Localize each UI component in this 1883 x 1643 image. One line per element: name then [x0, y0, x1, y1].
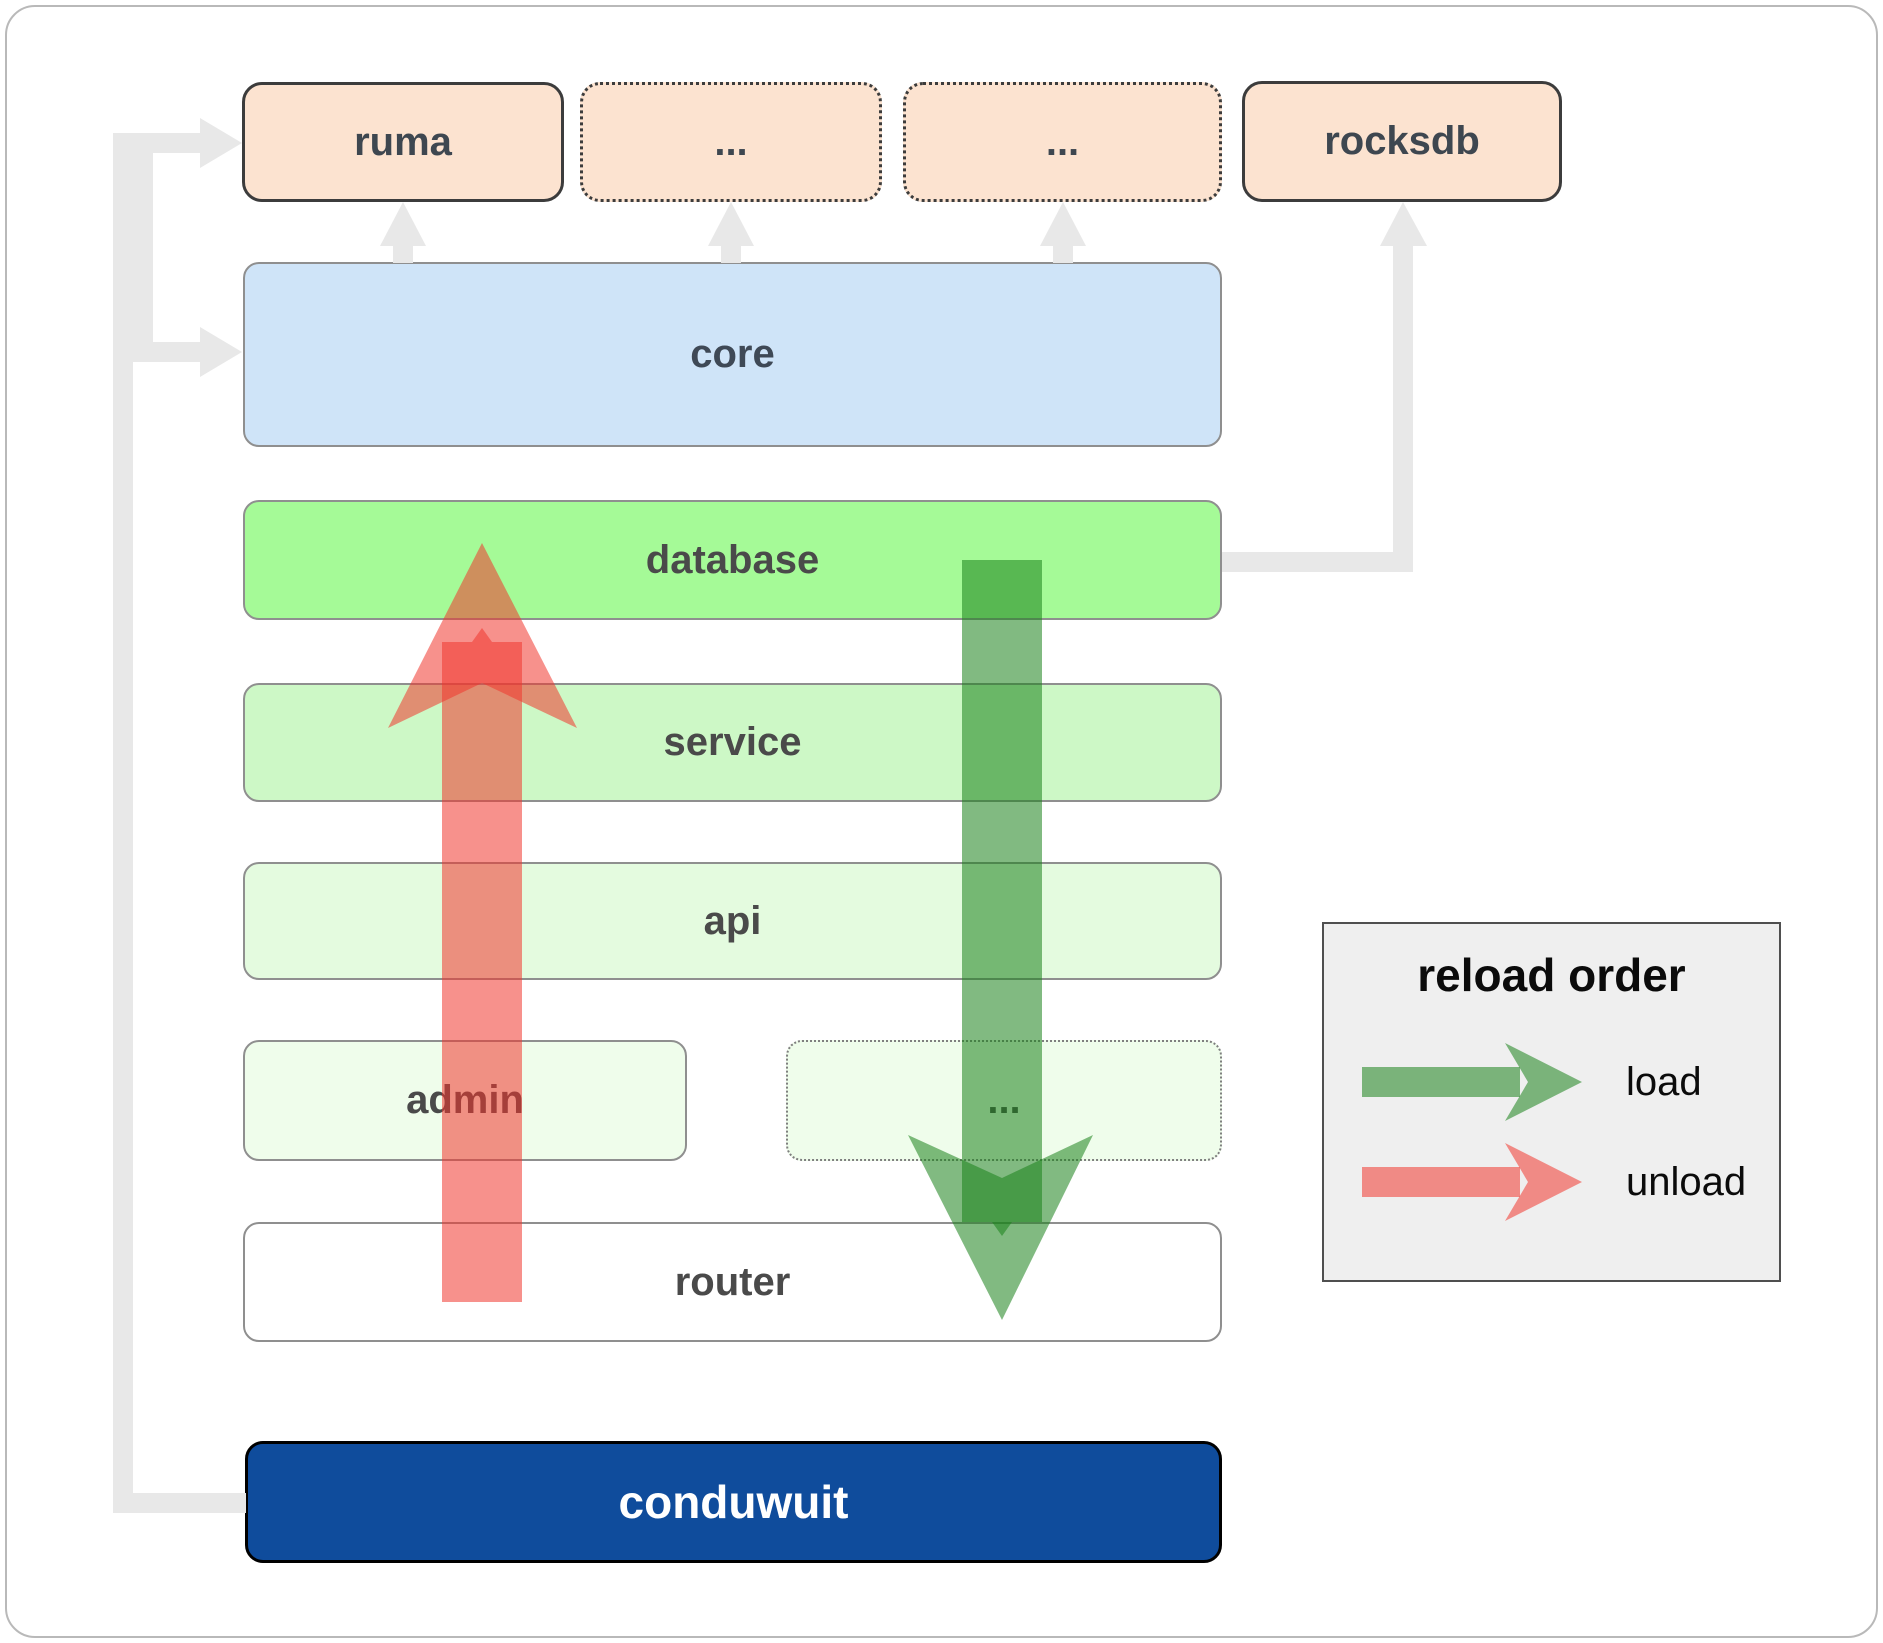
- box-ruma-label: ruma: [354, 119, 452, 164]
- box-core-label: core: [690, 332, 775, 376]
- box-ruma: ruma: [242, 82, 564, 202]
- box-conduwuit: conduwuit: [245, 1441, 1222, 1563]
- box-service-label: service: [663, 720, 802, 764]
- box-router-label: router: [674, 1259, 791, 1304]
- legend-unload-label: unload: [1626, 1159, 1747, 1204]
- box-admin-ext: ...: [786, 1040, 1222, 1161]
- load-arrow-icon: [1362, 1043, 1582, 1121]
- legend-load-label: load: [1626, 1059, 1702, 1104]
- legend-item-unload: unload: [1362, 1143, 1746, 1221]
- box-external-crate-2-label: ...: [1045, 119, 1080, 164]
- unload-arrow-icon: [1362, 1143, 1582, 1221]
- legend-item-load: load: [1362, 1043, 1702, 1121]
- box-admin: admin: [243, 1040, 687, 1161]
- box-external-crate-1-label: ...: [714, 119, 748, 164]
- box-service: service: [243, 683, 1222, 802]
- box-router: router: [243, 1222, 1222, 1342]
- box-api-label: api: [703, 898, 762, 943]
- diagram-outer-frame: [5, 5, 1878, 1638]
- box-admin-label: admin: [406, 1078, 524, 1122]
- box-conduwuit-label: conduwuit: [618, 1476, 849, 1528]
- box-admin-ext-label: ...: [987, 1078, 1021, 1122]
- box-database-label: database: [645, 537, 820, 582]
- box-external-crate-2: ...: [903, 82, 1222, 202]
- box-database: database: [243, 500, 1222, 620]
- box-external-crate-1: ...: [580, 82, 882, 202]
- box-api: api: [243, 862, 1222, 980]
- legend-title: reload order: [1417, 949, 1686, 1001]
- box-rocksdb: rocksdb: [1242, 81, 1562, 202]
- legend-reload-order: reload order load unload: [1322, 922, 1781, 1282]
- box-rocksdb-label: rocksdb: [1324, 119, 1480, 163]
- box-core: core: [243, 262, 1222, 447]
